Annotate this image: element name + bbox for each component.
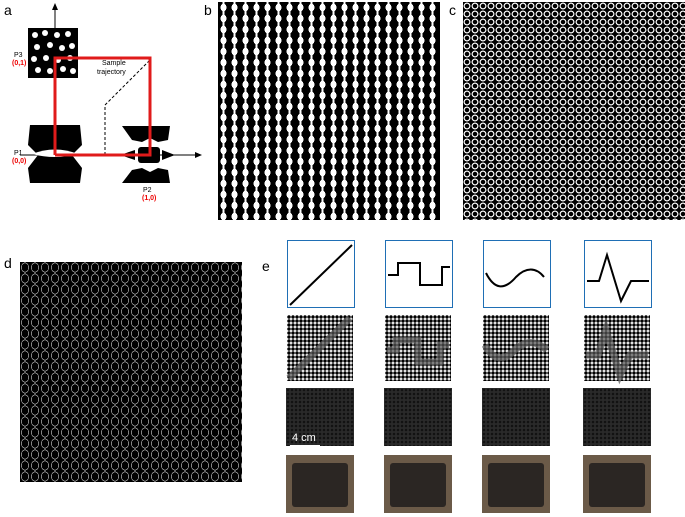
profile-zigzag-plot xyxy=(584,240,652,308)
panel-b-letter: b xyxy=(204,2,212,18)
deformed-sample-3 xyxy=(482,455,550,513)
trajectory-label-line1: Sample xyxy=(102,60,126,67)
fabricated-sample-3 xyxy=(482,388,550,446)
profile-step-plot xyxy=(385,240,453,308)
p2-label: P2 xyxy=(143,187,152,194)
panel-a-letter: a xyxy=(4,2,12,18)
panel-c-letter: c xyxy=(449,2,456,18)
p3-label: P3 xyxy=(14,52,23,59)
design-space-diagram xyxy=(20,3,202,183)
fabricated-sample-2 xyxy=(384,388,452,446)
fabricated-sample-4 xyxy=(583,388,651,446)
p3-coord: (0,1) xyxy=(12,60,27,67)
trajectory-label-line2: trajectory xyxy=(97,69,126,76)
scale-bar-label: 4 cm xyxy=(292,432,316,444)
lattice-c xyxy=(463,2,685,220)
profile-linear-plot xyxy=(287,240,355,308)
panel-e-letter: e xyxy=(262,258,270,274)
scale-bar xyxy=(290,445,320,447)
lattice-d xyxy=(20,262,242,482)
p2-coord: (1,0) xyxy=(142,195,157,202)
fabricated-sample-1 xyxy=(286,388,354,446)
lattice-b xyxy=(218,2,440,220)
p1-label: P1 xyxy=(14,150,23,157)
profile-smooth-plot xyxy=(483,240,551,308)
p1-coord: (0,0) xyxy=(12,158,27,165)
panel-d-letter: d xyxy=(4,255,12,271)
deformed-sample-4 xyxy=(583,455,651,513)
deformed-sample-2 xyxy=(384,455,452,513)
deformed-sample-1 xyxy=(286,455,354,513)
